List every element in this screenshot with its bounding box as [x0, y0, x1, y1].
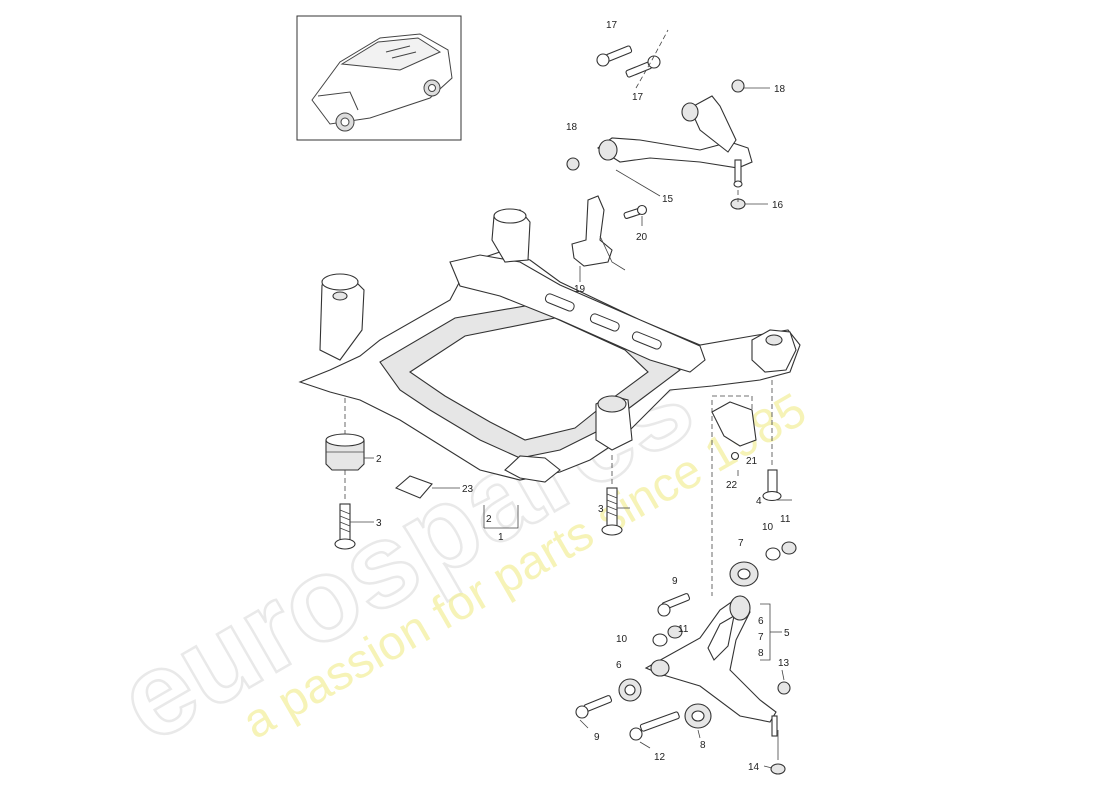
callout-19: 19 — [574, 284, 586, 295]
callout-14: 14 — [748, 762, 760, 773]
callout-17b: 17 — [632, 92, 644, 103]
subframe — [298, 208, 801, 483]
callout-5: 5 — [784, 628, 790, 639]
callout-15: 15 — [662, 194, 674, 205]
callout-4: 4 — [756, 496, 762, 507]
lower-control-arm — [644, 595, 778, 737]
callout-2b: 2 — [486, 514, 492, 525]
callout-2a: 2 — [376, 454, 382, 465]
mount-bushing — [325, 433, 365, 471]
bolt-20 — [623, 204, 648, 219]
callout-11a: 11 — [780, 514, 791, 525]
callout-18b: 18 — [566, 122, 578, 133]
leader-lines — [344, 29, 792, 769]
callout-22: 22 — [726, 480, 738, 491]
ride-height-sensor-19 — [571, 195, 626, 271]
callout-18a: 18 — [774, 84, 786, 95]
bolt-left — [334, 503, 356, 550]
vehicle-thumbnail — [296, 15, 462, 141]
callout-6b: 6 — [616, 660, 622, 671]
callout-8a: 8 — [758, 648, 764, 659]
callout-8b: 8 — [700, 740, 706, 751]
car-icon — [311, 33, 453, 132]
upper-bolts — [566, 45, 746, 210]
callout-9a: 9 — [672, 576, 678, 587]
callout-9b: 9 — [594, 732, 600, 743]
callout-13: 13 — [778, 658, 790, 669]
callout-23: 23 — [462, 484, 474, 495]
clip-23 — [394, 475, 433, 499]
callout-12: 12 — [654, 752, 666, 763]
bolt-right — [762, 469, 782, 502]
callout-3a: 3 — [376, 518, 382, 529]
lower-bolts — [575, 593, 691, 741]
bracket-21 — [711, 401, 757, 461]
callout-1: 1 — [498, 532, 504, 543]
callout-3b: 3 — [598, 504, 604, 515]
bolt-center — [601, 487, 623, 536]
callouts: 2 23 3 2 1 3 17 17 18 18 15 16 20 19 21 … — [376, 20, 791, 773]
callout-11b: 11 — [678, 624, 689, 635]
upper-control-arm — [597, 95, 753, 188]
callout-21: 21 — [746, 456, 758, 467]
bushings-lower — [618, 541, 797, 775]
callout-16: 16 — [772, 200, 784, 211]
callout-20: 20 — [636, 232, 648, 243]
callout-7b: 7 — [758, 632, 764, 643]
callout-10a: 10 — [762, 522, 774, 533]
callout-17a: 17 — [606, 20, 618, 31]
callout-6a: 6 — [758, 616, 764, 627]
callout-7a: 7 — [738, 538, 744, 549]
callout-10b: 10 — [616, 634, 628, 645]
